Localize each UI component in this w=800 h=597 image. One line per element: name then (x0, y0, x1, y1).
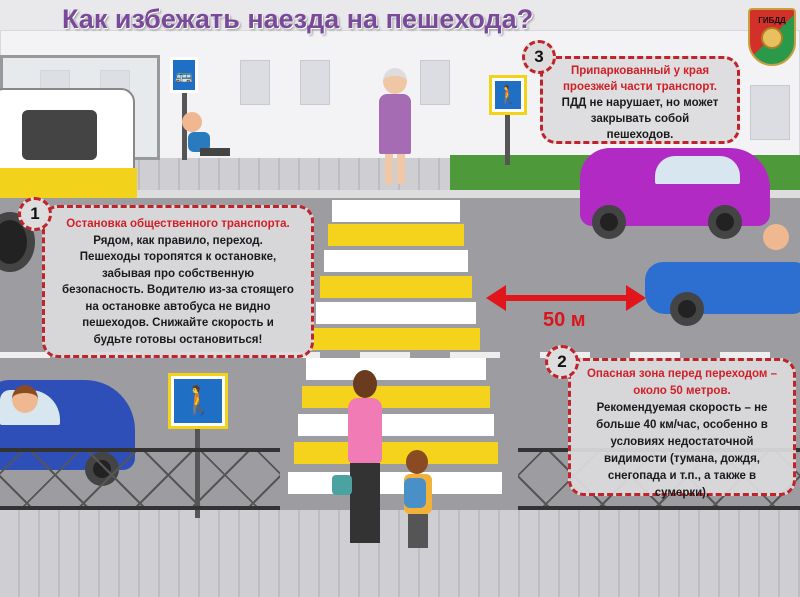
crosswalk-sign: 🚶 (489, 75, 527, 115)
box-number-3: 3 (522, 40, 556, 74)
page-title: Как избежать наезда на пешехода? (62, 4, 534, 34)
approaching-blue-car (645, 224, 800, 314)
box-number-2: 2 (545, 345, 579, 379)
info-box-2: Опасная зона перед переходом – около 50 … (568, 358, 796, 499)
distance-label: 50 м (543, 309, 586, 331)
bus (0, 88, 137, 198)
info-box-1: Остановка общественного транспорта. Рядо… (42, 205, 314, 358)
running-boy (180, 112, 230, 167)
crosswalk-sign: 🚶 (168, 373, 228, 429)
grandmother (375, 68, 415, 190)
mother (332, 370, 390, 555)
distance-arrow (486, 285, 646, 311)
fence (0, 448, 280, 510)
bottom-sidewalk (0, 510, 800, 597)
info-box-3: Припаркованный у края проезжей части тра… (540, 56, 740, 144)
crosswalk (0, 200, 800, 510)
bus-stop-sign: 🚌 (170, 57, 198, 93)
gibdd-emblem: ГИБДД (748, 8, 796, 66)
box-number-1: 1 (18, 197, 52, 231)
child (400, 450, 436, 555)
